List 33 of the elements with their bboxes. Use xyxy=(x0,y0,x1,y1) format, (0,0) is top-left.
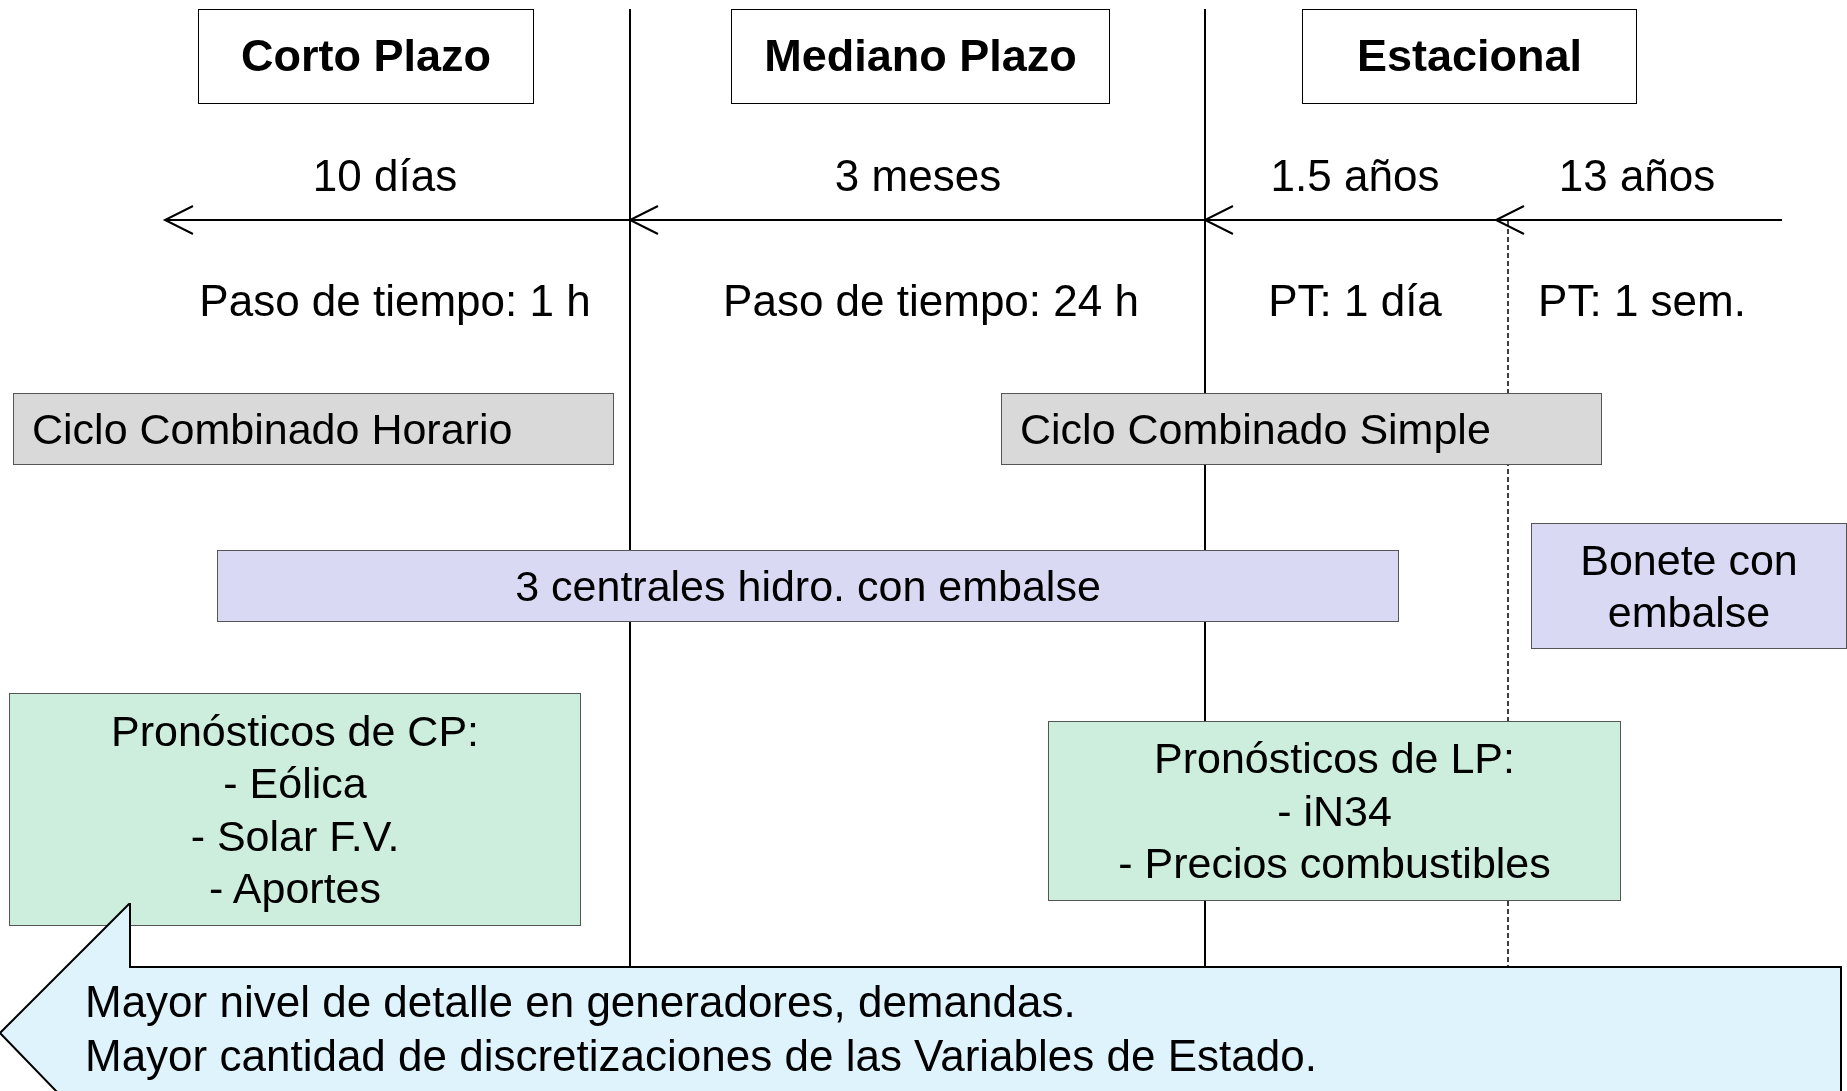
model-box xyxy=(1001,393,1602,465)
header-box xyxy=(1302,9,1637,104)
model-box xyxy=(1048,721,1621,901)
box-text: - Aportes xyxy=(208,862,382,914)
callout-text: Mayor cantidad de discretizaciones de las Variables de Estado. xyxy=(85,1030,1317,1082)
box-text: 3 centrales hidro. con embalse xyxy=(515,560,1101,612)
callout-text: Mayor nivel de detalle en generadores, demandas. xyxy=(85,976,1077,1028)
timescale-label: Paso de tiempo: 24 h xyxy=(723,276,1139,326)
box-text: Estacional xyxy=(1356,29,1583,84)
box-text: Corto Plazo xyxy=(241,29,491,84)
box-text: Mediano Plazo xyxy=(764,29,1077,84)
box-text: Pronósticos de CP: xyxy=(110,705,480,757)
box-text: Ciclo Combinado Simple xyxy=(1020,403,1491,455)
model-box xyxy=(217,550,1399,622)
timescale-label: 13 años xyxy=(1558,151,1716,201)
timescale-label: 1.5 años xyxy=(1270,151,1440,201)
box-text: Ciclo Combinado Horario xyxy=(32,403,513,455)
header-box xyxy=(731,9,1110,104)
box-text: - Precios combustibles xyxy=(1118,838,1551,890)
box-text: Pronósticos de LP: xyxy=(1154,733,1515,785)
model-box xyxy=(13,393,614,465)
timescale-label: Paso de tiempo: 1 h xyxy=(199,276,591,326)
box-text: - Eólica xyxy=(223,758,367,810)
timescale-label: 3 meses xyxy=(834,151,1002,201)
timescale-label: PT: 1 sem. xyxy=(1538,276,1746,326)
box-text: - Solar F.V. xyxy=(190,810,400,862)
model-box xyxy=(9,693,581,926)
box-text: - iN34 xyxy=(1277,785,1392,837)
timescale-label: PT: 1 día xyxy=(1268,276,1442,326)
model-box xyxy=(1531,523,1847,649)
header-box xyxy=(198,9,534,104)
box-text: Bonete con embalse xyxy=(1579,534,1799,638)
timescale-label: 10 días xyxy=(312,151,458,201)
